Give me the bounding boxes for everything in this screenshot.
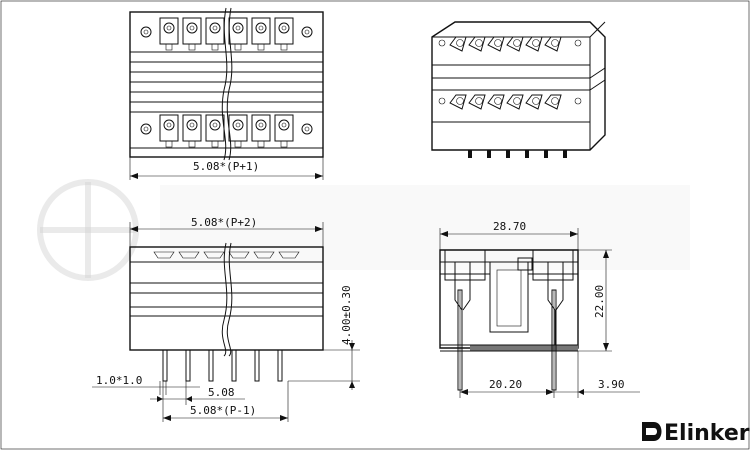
screw-head-icon	[278, 22, 290, 34]
iso-terminal	[525, 36, 543, 52]
iso-terminal	[525, 94, 543, 110]
front-view	[129, 242, 324, 382]
side-view	[439, 249, 579, 391]
terminal-slot	[205, 114, 225, 142]
screw-head-icon	[163, 22, 175, 34]
terminal-slot	[274, 114, 294, 142]
iso-terminal	[468, 94, 486, 110]
mounting-hole	[301, 123, 313, 135]
dim-pin-height-label: 4.00±0.30	[340, 285, 353, 345]
terminal-slot	[159, 114, 179, 142]
iso-terminal	[544, 36, 562, 52]
iso-terminal	[468, 36, 486, 52]
terminal-slot	[159, 17, 179, 45]
solder-pin	[162, 349, 168, 382]
terminal-slot	[251, 114, 271, 142]
terminal-slot	[251, 17, 271, 45]
dim-side-height: 22.00	[578, 249, 612, 352]
screw-head-icon	[278, 119, 290, 131]
terminal-slot	[182, 114, 202, 142]
screw-head-icon	[186, 119, 198, 131]
dim-front-width-label: 5.08*(P+2)	[191, 216, 257, 229]
dim-pitch-label: 5.08	[208, 386, 235, 399]
front-slot	[178, 251, 200, 259]
iso-terminal	[487, 36, 505, 52]
solder-pin	[231, 349, 237, 382]
iso-terminal	[506, 94, 524, 110]
front-slot	[228, 251, 250, 259]
mounting-hole	[301, 26, 313, 38]
screw-head-icon	[209, 22, 221, 34]
dim-side-base-label: 20.20	[489, 378, 522, 391]
dim-top-width-label: 5.08*(P+1)	[193, 160, 259, 173]
iso-pin	[525, 150, 529, 158]
iso-pin	[487, 150, 491, 158]
terminal-slot	[205, 17, 225, 45]
front-slot	[278, 251, 300, 259]
solder-pin	[185, 349, 191, 382]
mounting-hole	[140, 123, 152, 135]
screw-head-icon	[209, 119, 221, 131]
dim-pitch: 5.08	[150, 381, 245, 405]
screw-head-icon	[232, 119, 244, 131]
terminal-slot	[182, 17, 202, 45]
iso-pin	[544, 150, 548, 158]
brand-logo: Elinker	[642, 421, 750, 446]
dim-side-offset-label: 3.90	[598, 378, 625, 391]
screw-head-icon	[255, 119, 267, 131]
screw-head-icon	[186, 22, 198, 34]
dim-side-height-label: 22.00	[593, 285, 606, 318]
screw-head-icon	[255, 22, 267, 34]
dim-pin-size: 1.0*1.0	[92, 374, 200, 395]
iso-terminal	[449, 94, 467, 110]
mounting-hole	[140, 26, 152, 38]
screw-head-icon	[232, 22, 244, 34]
front-slot	[253, 251, 275, 259]
terminal-slot	[228, 17, 248, 45]
iso-terminal	[487, 94, 505, 110]
top-view	[129, 7, 324, 161]
solder-pin	[254, 349, 260, 382]
solder-pin	[208, 349, 214, 382]
dim-pin-span: 5.08*(P-1)	[162, 381, 289, 422]
iso-terminal	[506, 36, 524, 52]
dim-front-width: 5.08*(P+2)	[129, 216, 324, 247]
dim-pin-height: 4.00±0.30	[288, 285, 360, 390]
iso-terminal	[449, 36, 467, 52]
screw-head-icon	[163, 119, 175, 131]
dim-side-base: 20.20	[459, 378, 555, 398]
iso-pin	[506, 150, 510, 158]
front-slot	[203, 251, 225, 259]
dim-pin-span-label: 5.08*(P-1)	[190, 404, 256, 417]
brand-name: Elinker	[664, 421, 750, 446]
dim-side-width: 28.70	[439, 220, 579, 250]
front-slot	[153, 251, 175, 259]
dim-side-width-label: 28.70	[493, 220, 526, 233]
iso-pin	[468, 150, 472, 158]
iso-pin	[563, 150, 567, 158]
terminal-slot	[228, 114, 248, 142]
isometric-view	[431, 21, 606, 158]
terminal-slot	[274, 17, 294, 45]
iso-terminal	[544, 94, 562, 110]
watermark	[37, 179, 690, 281]
dim-side-offset: 3.90	[554, 351, 640, 398]
dim-top-width: 5.08*(P+1)	[129, 157, 324, 180]
dim-pin-size-label: 1.0*1.0	[96, 374, 142, 387]
solder-pin	[277, 349, 283, 382]
